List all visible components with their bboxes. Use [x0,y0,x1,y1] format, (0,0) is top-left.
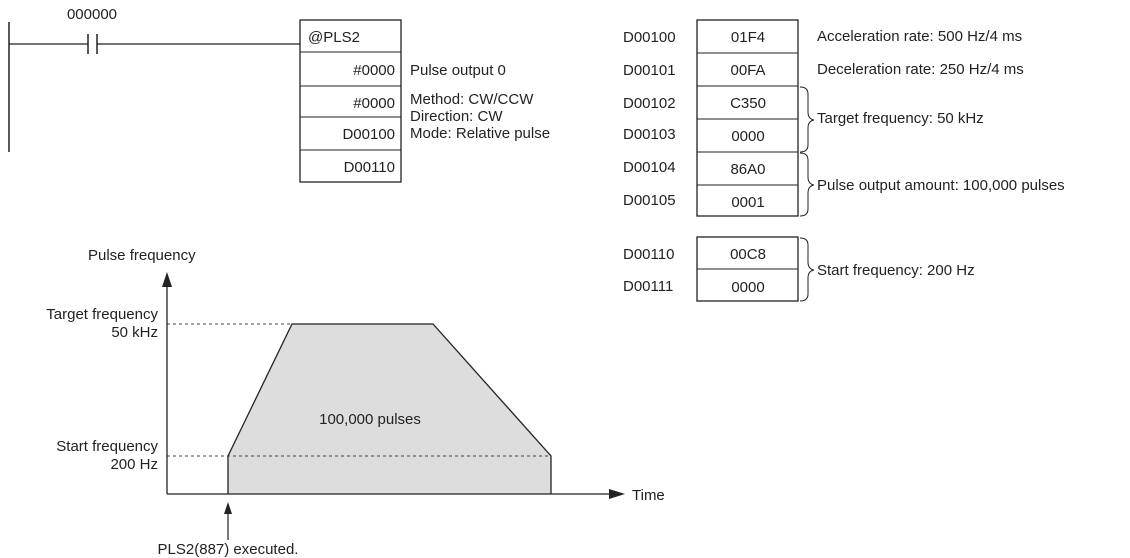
register-address: D00111 [623,278,673,295]
note-direction: Direction: CW [410,108,503,125]
register-address: D00105 [623,192,676,209]
instruction-mnemonic: @PLS2 [308,29,360,46]
register-value: 00C8 [730,246,766,263]
note-pulse-output: Pulse output 0 [410,62,506,79]
note-start-frequency: Start frequency: 200 Hz [817,262,975,279]
y-axis-label: Pulse frequency [88,247,196,264]
register-value: 0000 [731,128,764,145]
pulse-area-fill [228,324,551,494]
register-address: D00100 [623,29,676,46]
target-frequency-label: Target frequency [46,306,158,323]
target-frequency-value: 50 kHz [111,324,158,341]
note-target-frequency: Target frequency: 50 kHz [817,110,984,127]
operand-first-word-start-freq: D00110 [344,159,395,176]
x-axis-arrow [609,489,625,499]
note-mode: Mode: Relative pulse [410,125,550,142]
contact-address: 000000 [67,6,117,23]
register-value: C350 [730,95,766,112]
register-value: 01F4 [731,29,765,46]
frequency-profile-graph: Pulse frequency Time Target frequency 50… [46,247,665,558]
brace-target-frequency [799,86,815,153]
register-table-settings: D00100 D00101 D00102 D00103 D00104 D0010… [623,19,1065,217]
note-pulse-amount: Pulse output amount: 100,000 pulses [817,177,1065,194]
register-table-start-frequency: D00110 D00111 00C8 0000 Start frequency:… [623,236,975,302]
start-frequency-label: Start frequency [56,438,158,455]
contact-symbol [87,34,98,54]
note-method: Method: CW/CCW [410,91,534,108]
register-value: 00FA [730,62,765,79]
note-deceleration: Deceleration rate: 250 Hz/4 ms [817,61,1024,78]
brace-pulse-amount [799,152,815,217]
register-address: D00103 [623,126,676,143]
register-value: 0001 [731,194,764,211]
trigger-label: PLS2(887) executed. [158,541,299,558]
frequency-profile-line [227,323,552,494]
register-address: D00110 [623,246,674,263]
y-axis-arrow [162,272,172,287]
instruction-block: @PLS2 #0000 #0000 D00100 D00110 [299,19,402,183]
register-address: D00101 [623,62,676,79]
register-value: 0000 [731,279,764,296]
start-frequency-value: 200 Hz [110,456,158,473]
trigger-arrow-head [224,502,232,514]
ladder-diagram: 000000 @PLS2 #0000 #0000 D00100 D00110 P… [8,6,550,183]
operand-method: #0000 [353,95,395,112]
note-acceleration: Acceleration rate: 500 Hz/4 ms [817,28,1022,45]
operand-first-word-settings: D00100 [342,126,395,143]
operand-control-data: #0000 [353,62,395,79]
pulse-amount-label: 100,000 pulses [319,411,421,428]
brace-start-frequency [799,237,815,302]
register-address: D00102 [623,95,676,112]
x-axis-label: Time [632,487,665,504]
register-value: 86A0 [730,161,765,178]
register-address: D00104 [623,159,676,176]
